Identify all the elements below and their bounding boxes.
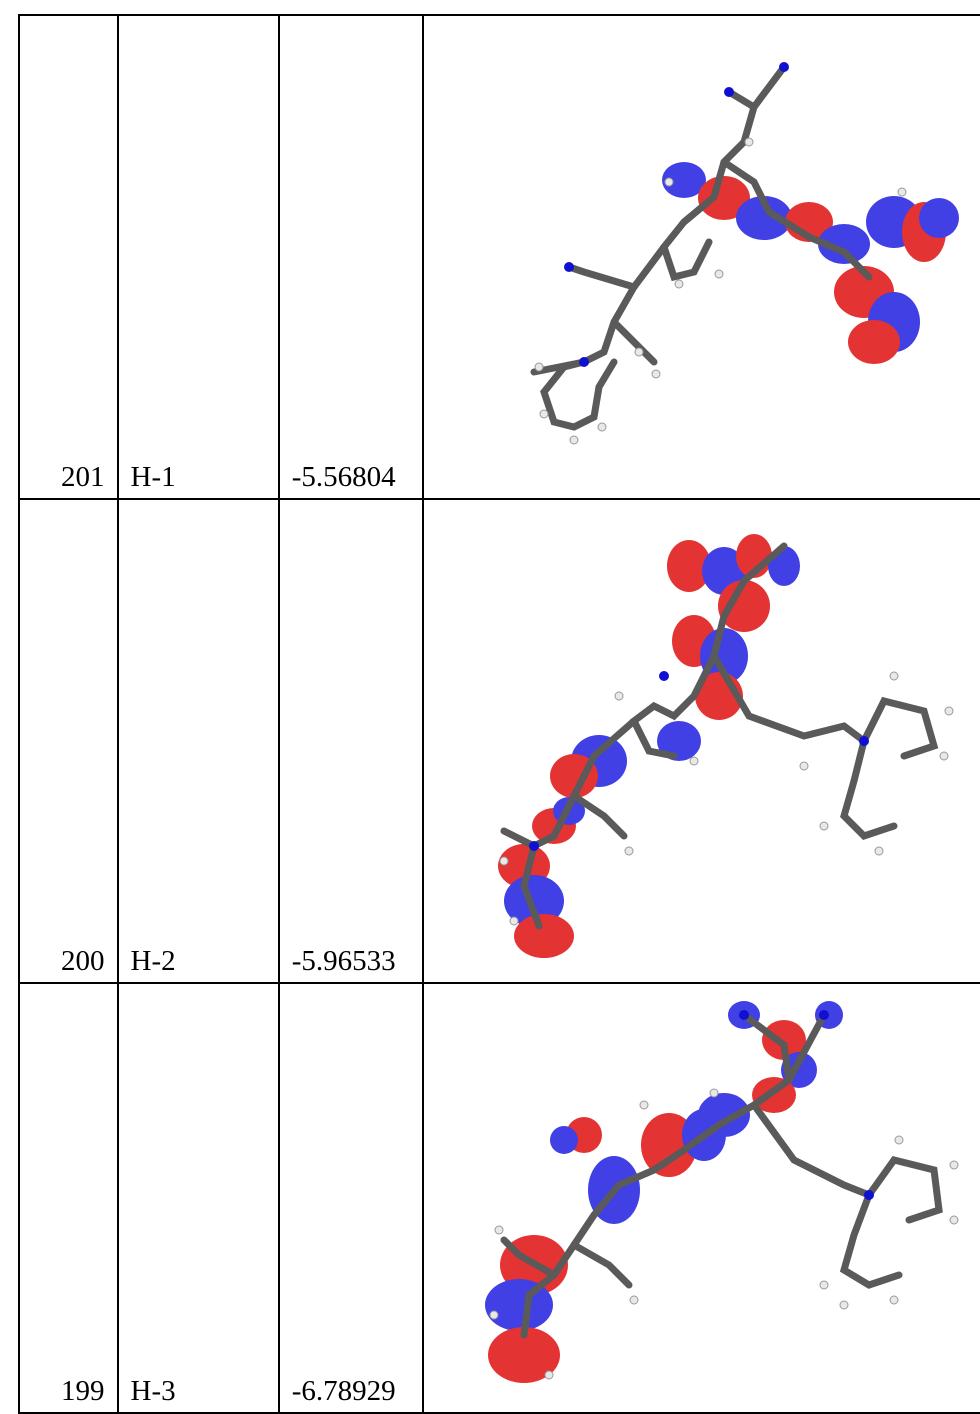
orbital-energy-cell: -5.56804 (277, 14, 425, 500)
table-row: 200 H-2 -5.96533 (18, 498, 980, 984)
orbital-index-cell: 200 (18, 498, 119, 984)
orbital-label-cell: H-3 (116, 982, 280, 1414)
orbital-energy-cell: -6.78929 (277, 982, 425, 1414)
molecular-orbital-isosurface-image (498, 534, 954, 958)
table-row: 201 H-1 -5.56804 (18, 14, 980, 500)
orbital-label: H-1 (130, 461, 176, 493)
orbital-image-cell (422, 14, 980, 500)
orbital-energy: -5.56804 (291, 461, 396, 493)
orbital-label: H-2 (130, 945, 176, 977)
orbital-index: 201 (61, 461, 105, 493)
table-row: 199 H-3 -6.78929 (18, 982, 980, 1414)
orbital-energy: -6.78929 (291, 1375, 396, 1407)
molecular-orbital-isosurface-image (530, 62, 960, 445)
orbital-label-cell: H-2 (116, 498, 280, 984)
orbital-energy-cell: -5.96533 (277, 498, 425, 984)
orbital-index-cell: 199 (18, 982, 119, 1414)
orbital-index: 200 (61, 945, 105, 977)
orbital-table: 201 H-1 -5.56804 (18, 14, 980, 1414)
orbital-index-cell: 201 (18, 14, 119, 500)
orbital-label-cell: H-1 (116, 14, 280, 500)
orbital-index: 199 (61, 1375, 105, 1407)
molecular-orbital-isosurface-image (485, 1001, 959, 1383)
orbital-energy: -5.96533 (291, 945, 396, 977)
orbital-label: H-3 (130, 1375, 176, 1407)
orbital-image-cell (422, 982, 980, 1414)
orbital-image-cell (422, 498, 980, 984)
